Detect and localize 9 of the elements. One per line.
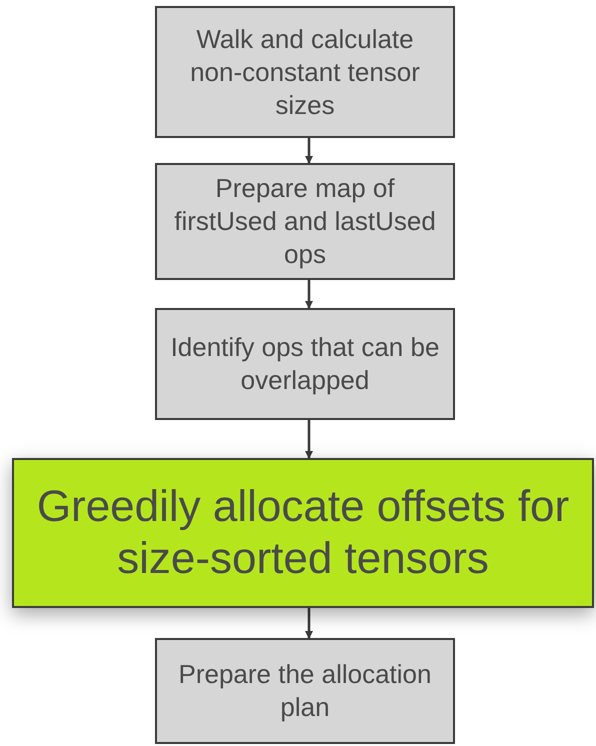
arrow <box>305 280 313 309</box>
arrow <box>305 608 313 639</box>
arrow <box>305 420 313 459</box>
process-box: Walk and calculate non-constant tensor sizes <box>155 6 455 138</box>
process-box: Prepare map of firstUsed and lastUsed ops <box>155 163 455 280</box>
process-box: Prepare the allocation plan <box>155 638 455 744</box>
highlighted-process-box: Greedily allocate offsets for size-sorted tensors <box>12 458 594 608</box>
process-box: Identify ops that can be overlapped <box>155 308 455 420</box>
arrow <box>305 138 313 164</box>
